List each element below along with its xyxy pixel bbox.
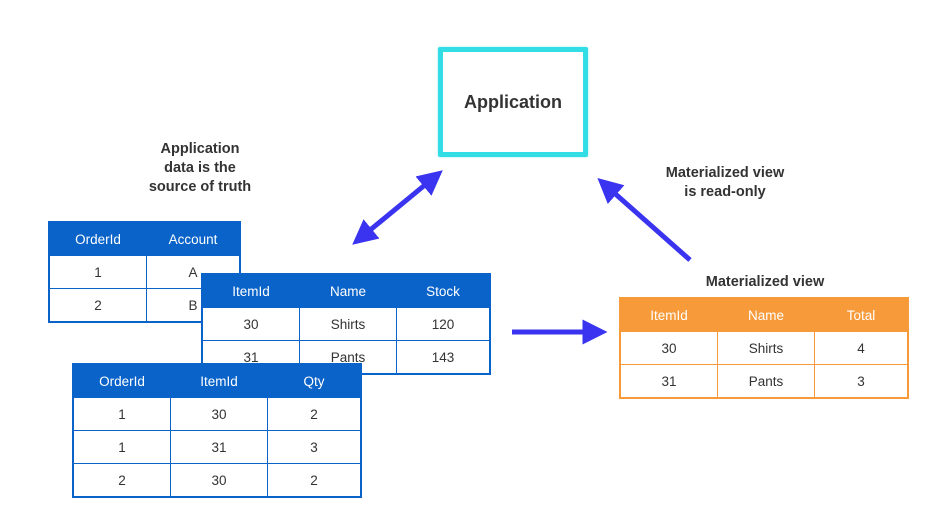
column-header: ItemId xyxy=(201,273,300,308)
table-cell: 31 xyxy=(619,364,718,399)
table-cell: 143 xyxy=(396,340,491,375)
table-row: 30 Shirts 4 xyxy=(619,331,909,365)
caption-line: is read-only xyxy=(684,184,766,200)
materialized-view-table: ItemId Name Total 30 Shirts 4 31 Pants 3 xyxy=(619,297,909,399)
table-row: 30 Shirts 120 xyxy=(201,307,491,341)
table-cell: 30 xyxy=(201,307,300,341)
table-cell: 3 xyxy=(814,364,909,399)
table-cell: 30 xyxy=(619,331,718,365)
table-cell: 120 xyxy=(396,307,491,341)
table-header-row: OrderId Account xyxy=(48,221,241,256)
table-cell: 31 xyxy=(170,430,268,464)
application-box: Application xyxy=(438,47,588,157)
column-header: Name xyxy=(717,297,815,332)
materialized-view-title: Materialized view xyxy=(660,273,870,292)
column-header: Name xyxy=(299,273,397,308)
table-cell: Pants xyxy=(717,364,815,399)
table-cell: 2 xyxy=(267,397,362,431)
column-header: ItemId xyxy=(619,297,718,332)
bidirectional-arrow xyxy=(352,170,443,245)
caption-line: data is the xyxy=(164,160,236,176)
items-table: ItemId Name Stock 30 Shirts 120 31 Pants… xyxy=(201,273,491,375)
table-cell: 2 xyxy=(48,288,147,323)
table-cell: 2 xyxy=(72,463,171,498)
table-row: 1 30 2 xyxy=(72,397,362,431)
table-cell: Shirts xyxy=(717,331,815,365)
table-header-row: OrderId ItemId Qty xyxy=(72,363,362,398)
table-cell: 4 xyxy=(814,331,909,365)
table-cell: 1 xyxy=(48,255,147,289)
table-cell: 2 xyxy=(267,463,362,498)
table-cell: 1 xyxy=(72,430,171,464)
column-header: OrderId xyxy=(48,221,147,256)
table-row: 2 30 2 xyxy=(72,463,362,498)
table-header-row: ItemId Name Total xyxy=(619,297,909,332)
table-row: 1 31 3 xyxy=(72,430,362,464)
orders-table: OrderId Account 1 A 2 B xyxy=(48,221,241,323)
table-cell: 30 xyxy=(170,463,268,498)
column-header: OrderId xyxy=(72,363,171,398)
caption-line: Materialized view xyxy=(705,274,825,290)
caption-line: source of truth xyxy=(148,179,252,195)
application-label: Application xyxy=(464,91,562,112)
table-header-row: ItemId Name Stock xyxy=(201,273,491,308)
table-cell: A xyxy=(146,255,241,289)
read-only-caption: Materialized view is read-only xyxy=(630,164,820,202)
column-header: Account xyxy=(146,221,241,256)
table-cell: 3 xyxy=(267,430,362,464)
caption-line: Materialized view xyxy=(665,165,785,181)
table-cell: Shirts xyxy=(299,307,397,341)
column-header: Total xyxy=(814,297,909,332)
order-items-table: OrderId ItemId Qty 1 30 2 1 31 3 2 30 2 xyxy=(72,363,362,498)
table-cell: 30 xyxy=(170,397,268,431)
read-only-arrow xyxy=(597,178,692,262)
column-header: Stock xyxy=(396,273,491,308)
column-header: ItemId xyxy=(170,363,268,398)
table-row: 31 Pants 3 xyxy=(619,364,909,399)
table-cell: 1 xyxy=(72,397,171,431)
source-of-truth-caption: Application data is the source of truth xyxy=(110,140,290,197)
caption-line: Application xyxy=(160,141,240,157)
column-header: Qty xyxy=(267,363,362,398)
table-row: 1 A xyxy=(48,255,241,289)
